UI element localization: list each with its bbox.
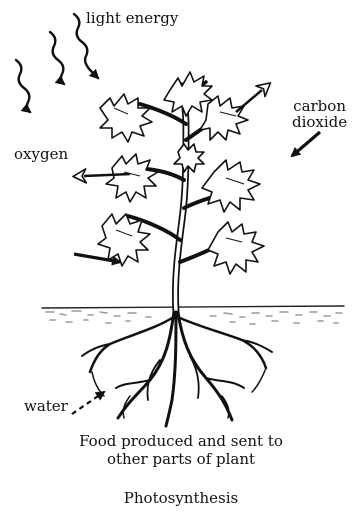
carbon-dioxide-label: carbon dioxide (292, 98, 347, 130)
soil-surface (42, 306, 344, 324)
leaf-mid-right (202, 160, 260, 212)
leaf-upper-right (200, 96, 248, 140)
leaf-tiny-center (174, 144, 204, 172)
caption: Food produced and sent to other parts of… (20, 432, 342, 468)
leaf-upper-left (100, 94, 152, 142)
water-label: water (24, 398, 68, 414)
light-rays (16, 14, 98, 112)
dioxide-label-line: dioxide (292, 114, 347, 130)
light-ray-2 (50, 32, 64, 84)
caption-line-2: other parts of plant (20, 450, 342, 468)
caption-line-1: Food produced and sent to (20, 432, 342, 450)
oxygen-label: oxygen (14, 146, 68, 162)
leaf-mid-left (106, 154, 158, 202)
carbon-dioxide-arrow (292, 132, 320, 156)
water-arrow (72, 392, 104, 414)
leaf-lower-right (208, 222, 264, 274)
top-outlined-arrow (236, 90, 262, 112)
leaf-top (164, 72, 212, 116)
carbon-label-line: carbon (292, 98, 347, 114)
diagram-title: Photosynthesis (0, 490, 362, 506)
plant-roots (82, 312, 272, 426)
light-energy-label: light energy (86, 10, 178, 26)
light-ray-1 (16, 60, 30, 112)
